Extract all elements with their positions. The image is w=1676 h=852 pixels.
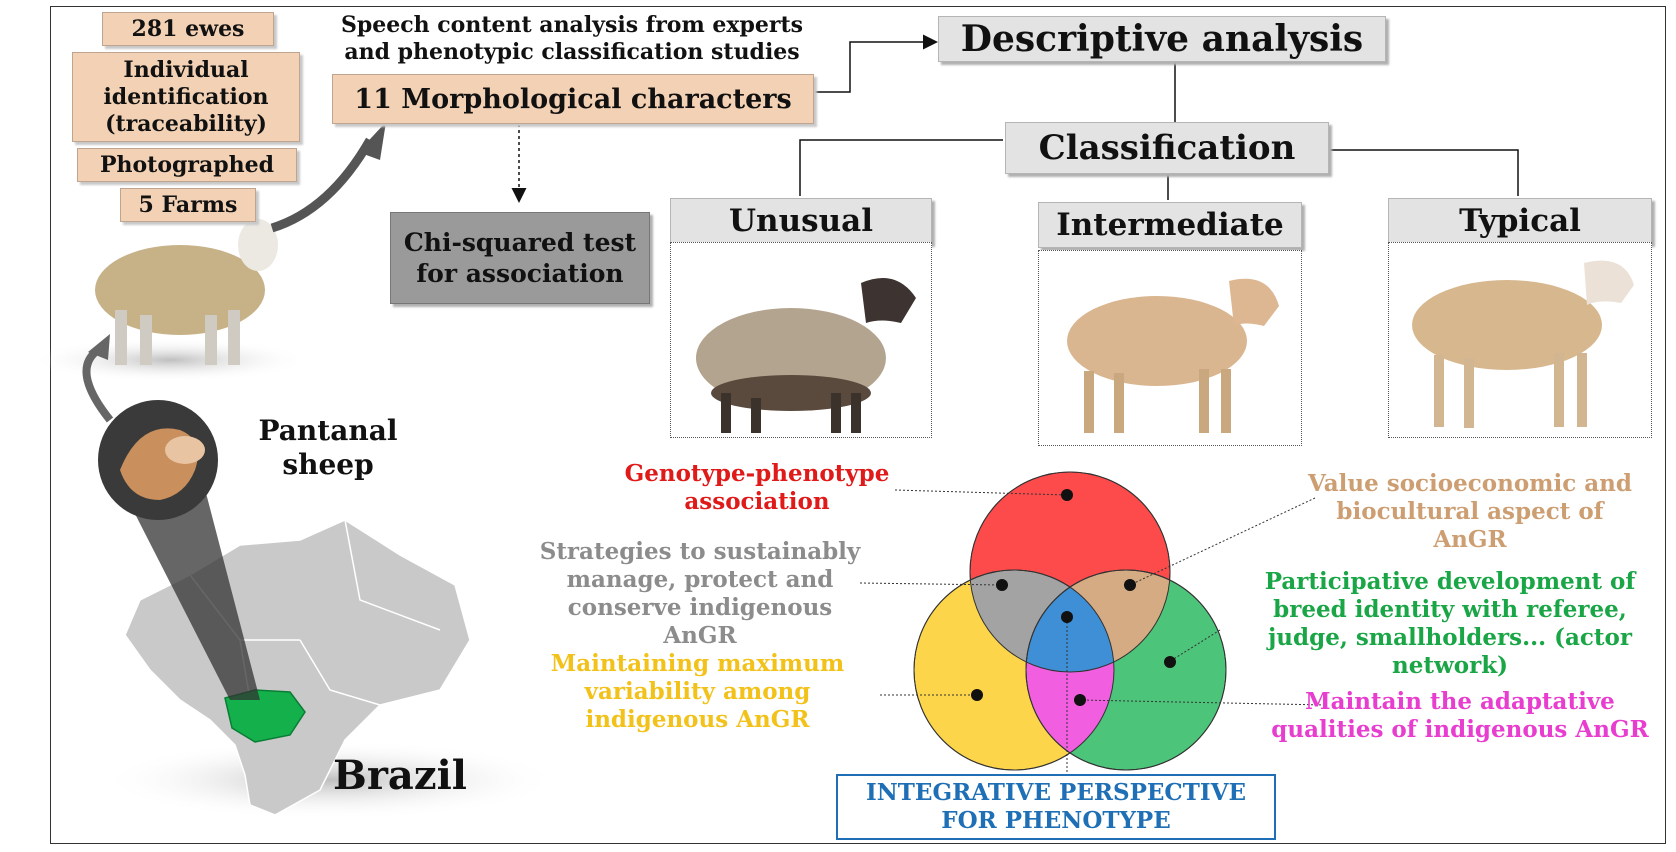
brazil-label: Brazil: [333, 752, 467, 799]
speech-analysis-text: Speech content analysis from experts and…: [340, 12, 804, 65]
pantanal-head-photo: [98, 400, 218, 520]
integrative-perspective-box: INTEGRATIVE PERSPECTIVE FOR PHENOTYPE: [836, 774, 1276, 840]
venn-dot-grey: [996, 579, 1008, 591]
unusual-box: Unusual: [670, 198, 932, 244]
venn-dot-tan: [1124, 579, 1136, 591]
mato-grosso-do-sul-region: [224, 689, 306, 743]
venn-dot-green: [1164, 656, 1176, 668]
sheep-photo-top: [30, 219, 310, 382]
figure-frame: [50, 6, 1666, 844]
identification-box: Individual identification (traceability): [72, 52, 300, 142]
descriptive-analysis-box: Descriptive analysis: [938, 16, 1386, 62]
ewes-box: 281 ewes: [102, 12, 274, 46]
genotype-phenotype-label: Genotype-phenotype association: [624, 460, 890, 515]
arrow-sheep-to-morph: [270, 137, 374, 233]
adaptative-qualities-label: Maintain the adaptative qualities of ind…: [1271, 688, 1649, 743]
typical-box: Typical: [1388, 198, 1652, 244]
intermediate-sheep-photo: [1038, 250, 1302, 446]
morphological-characters-box: 11 Morphological characters: [332, 74, 814, 124]
arrow-head-to-sheep: [82, 346, 114, 423]
venn-dot-red: [1061, 489, 1073, 501]
arrow-morph-to-descriptive: [815, 34, 938, 93]
strategies-label: Strategies to sustainably manage, protec…: [539, 538, 861, 649]
classification-box: Classification: [1005, 122, 1329, 174]
pantanal-sheep-label: Pantanal sheep: [258, 414, 398, 481]
maintaining-variability-label: Maintaining maximum variability among in…: [550, 650, 845, 733]
venn-dot-yellow: [971, 689, 983, 701]
venn-dot-center: [1061, 611, 1073, 623]
chi-squared-box: Chi-squared test for association: [390, 212, 650, 304]
value-socioeconomic-label: Value socioeconomic and biocultural aspe…: [1308, 470, 1632, 553]
venn-dot-magenta: [1074, 694, 1086, 706]
photographed-box: Photographed: [77, 148, 297, 182]
intermediate-box: Intermediate: [1038, 202, 1302, 248]
farms-box: 5 Farms: [120, 188, 256, 222]
unusual-sheep-photo: [670, 242, 932, 438]
typical-sheep-photo: [1388, 242, 1652, 438]
participative-development-label: Participative development of breed ident…: [1264, 568, 1636, 679]
